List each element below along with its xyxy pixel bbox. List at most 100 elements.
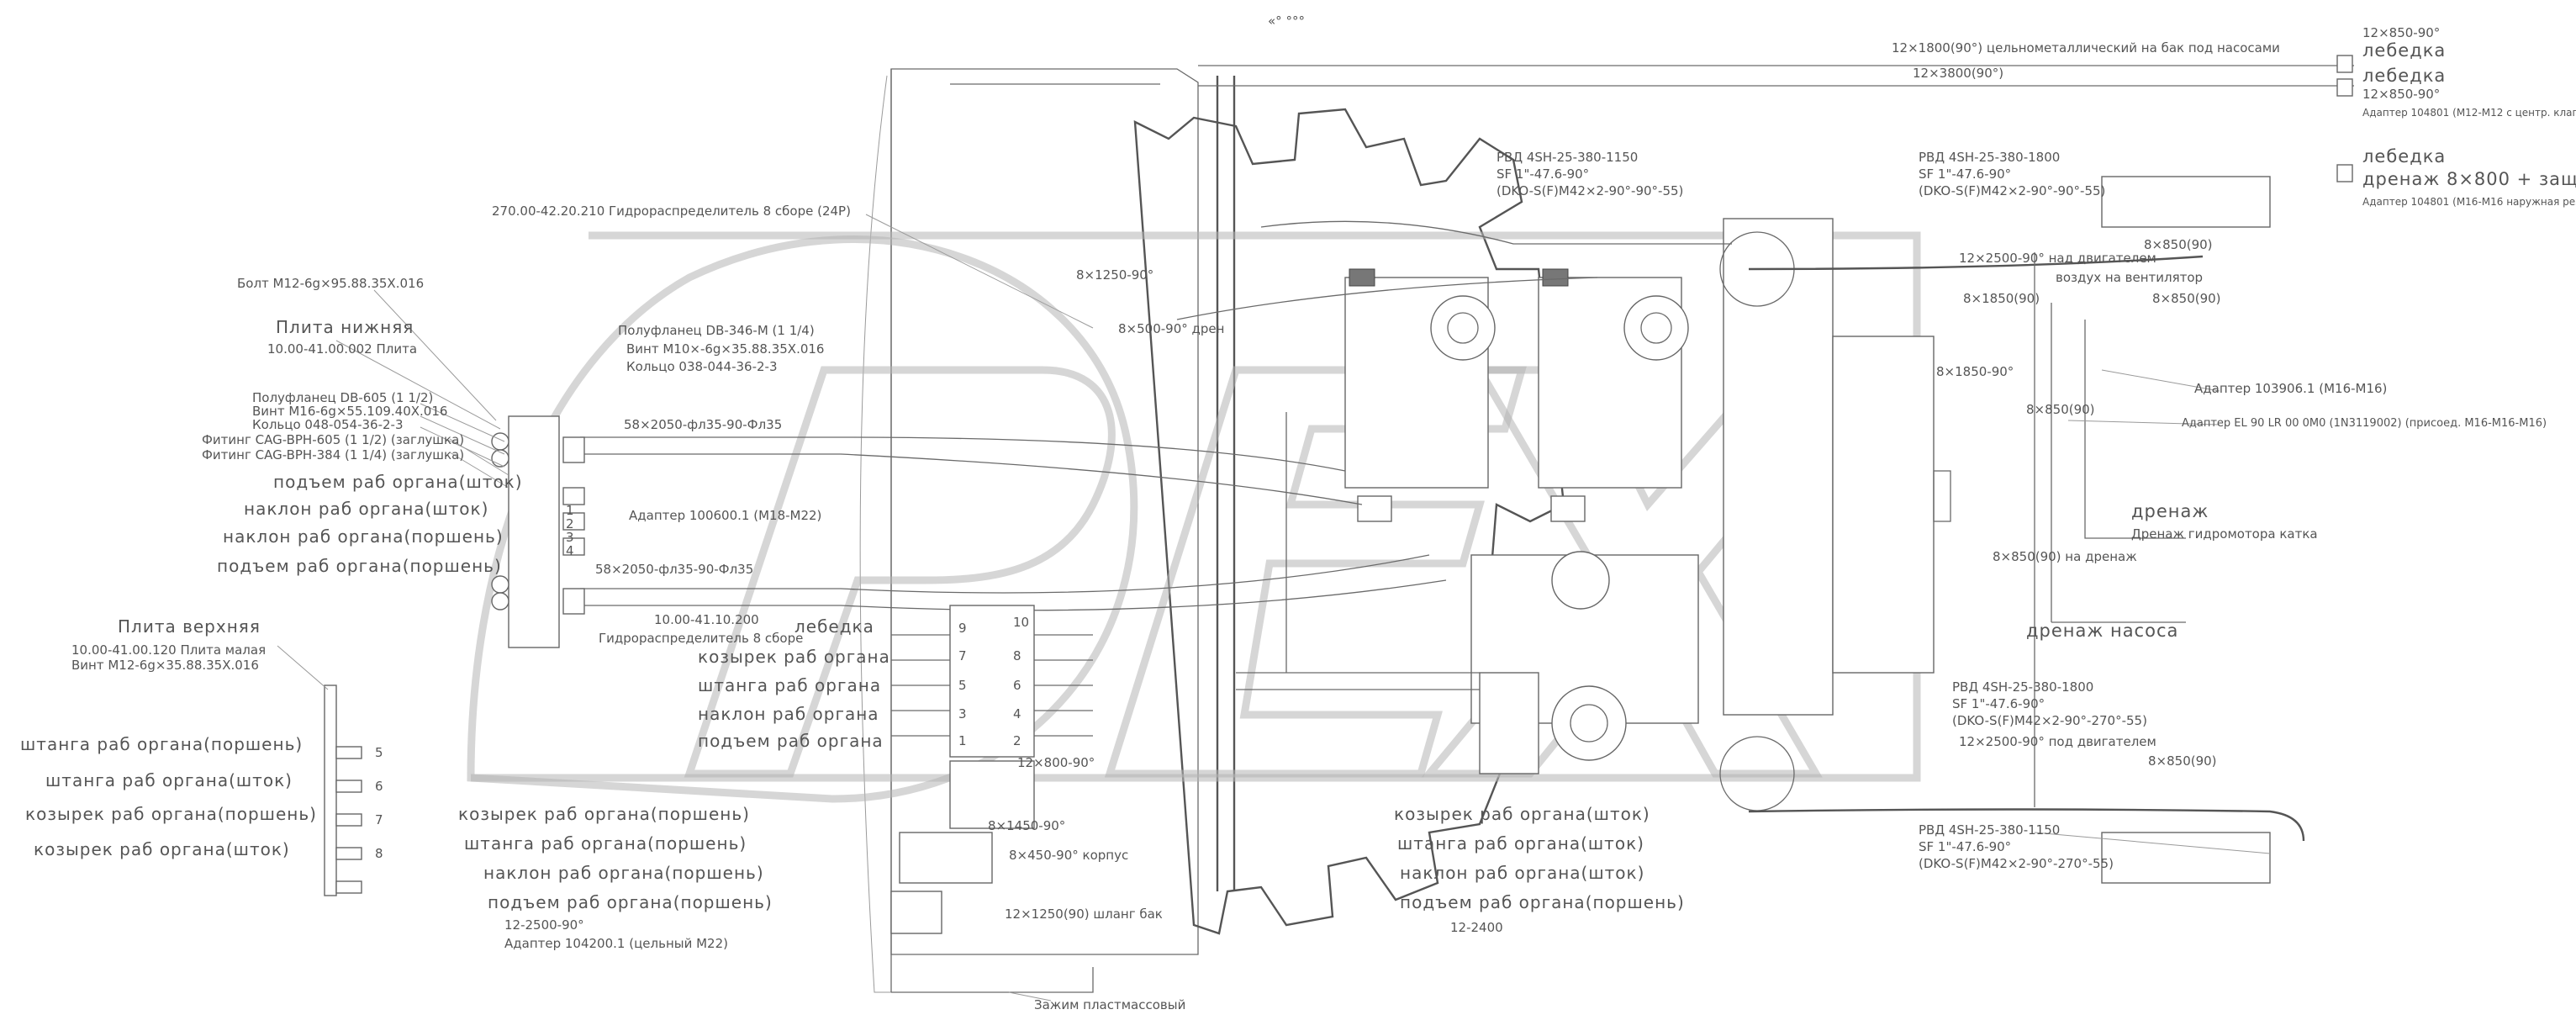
svg-text:10: 10 (1013, 615, 1029, 630)
engine-block (1719, 218, 1951, 811)
svg-text:SF 1"-47.6-90°: SF 1"-47.6-90° (1497, 166, 1589, 182)
left-part-2: Кольцо 048-054-36-2-3 (252, 417, 404, 432)
left-part-4: Фитинг CAG-BPH-384 (1 1/4) (заглушка) (202, 447, 464, 462)
svg-text:SF 1"-47.6-90°: SF 1"-47.6-90° (1952, 696, 2045, 711)
left-op-2: наклон раб органа(поршень) (223, 526, 504, 547)
center-note-6: 58×2050-фл35-90-Фл35 (624, 417, 782, 432)
left-num-3: 4 (566, 543, 574, 558)
center-note-1: 8×1250-90° (1076, 267, 1153, 283)
svg-text:РВД 4SH-25-380-1150: РВД 4SH-25-380-1150 (1497, 150, 1638, 165)
svg-text:(DKO-S(F)M42×2-90°-90°-55): (DKO-S(F)M42×2-90°-90°-55) (1497, 183, 1683, 198)
valve-op-0: лебедка (794, 616, 874, 637)
right-note-13: 12×2500-90° под двигателем (1959, 734, 2156, 749)
upper-plate (324, 684, 362, 896)
plate-op-0: штанга раб органа(поршень) 5 (20, 734, 383, 760)
svg-text:SF 1"-47.6-90°: SF 1"-47.6-90° (1919, 839, 2011, 854)
rvd-1: РВД 4SH-25-380-1800 SF 1"-47.6-90° (DKO-… (1919, 150, 2105, 198)
header-mark: «° °°° (1268, 13, 1305, 29)
right-note-6: 8×850(90) (2026, 402, 2095, 417)
upper-plate-code: 10.00-41.00.120 Плита малая (71, 642, 266, 658)
svg-text:8: 8 (375, 846, 383, 861)
center-note-13: 8×450-90° корпус (1009, 848, 1128, 863)
bottom-right-op-2: наклон раб органа(шток) (1400, 863, 1644, 883)
svg-text:козырек раб органа(шток): козырек раб органа(шток) (34, 839, 290, 859)
right-note-9: дренаж (2131, 501, 2209, 521)
center-note-14: 12×1250(90) шланг бак (1005, 906, 1163, 922)
svg-text:7: 7 (958, 648, 967, 663)
left-bolt: Болт М12-6g×95.88.35Х.016 (237, 276, 424, 291)
svg-text:4: 4 (1013, 706, 1021, 722)
top-hose-4: лебедка (2362, 66, 2446, 86)
center-note-8: 58×2050-фл35-90-Фл35 (595, 562, 753, 577)
svg-text:9: 9 (958, 621, 967, 636)
bottom-left-op-1: штанга раб органа(поршень) (464, 833, 747, 854)
lower-plate (491, 415, 585, 648)
center-note-4: Винт М10×-6g×35.88.35Х.016 (626, 341, 824, 357)
top-hose-8: дренаж 8×800 + защита (2362, 169, 2576, 189)
svg-text:(DKO-S(F)M42×2-90°-270°-55): (DKO-S(F)M42×2-90°-270°-55) (1952, 713, 2147, 728)
right-note-14: 8×850(90) (2148, 753, 2217, 769)
top-hose-0: 12×1800(90°) цельнометаллический на бак … (1892, 40, 2280, 56)
left-op-1: наклон раб органа(шток) (244, 499, 488, 519)
left-part-0: Полуфланец DB-605 (1 1/2) (252, 390, 433, 405)
valve-op-3: наклон раб органа (698, 704, 879, 724)
right-note-3: 8×850(90) (2144, 237, 2213, 252)
valve-op-2: штанга раб органа (698, 675, 881, 695)
top-hose-5: 12×850-90° (2362, 87, 2440, 102)
left-part-3: Фитинг CAG-BPH-605 (1 1/2) (заглушка) (202, 432, 464, 447)
left-num-1: 2 (566, 516, 574, 531)
svg-text:5: 5 (958, 678, 967, 693)
svg-text:6: 6 (1013, 678, 1021, 693)
left-op-0: подъем раб органа(шток) (273, 472, 523, 492)
svg-text:штанга раб органа(шток): штанга раб органа(шток) (45, 770, 293, 790)
plate-op-1: штанга раб органа(шток) 6 (45, 770, 383, 794)
valve-block (890, 605, 1093, 934)
top-hose-9: Адаптер 104801 (М16-М16 наружная резьба) (2362, 196, 2576, 208)
center-note-5: Кольцо 038-044-36-2-3 (626, 359, 778, 374)
center-note-0: 270.00-42.20.210 Гидрораспределитель 8 с… (492, 204, 851, 219)
right-note-12: дренаж насоса (2026, 621, 2178, 641)
center-note-11: 12×800-90° (1017, 755, 1095, 770)
svg-text:3: 3 (958, 706, 967, 722)
top-hose-2: 12×850-90° (2362, 25, 2440, 40)
left-part-1: Винт М16-6g×55.109.40Х.016 (252, 404, 447, 419)
right-note-7: Адаптер 103906.1 (М16-М16) (2194, 381, 2387, 396)
bottom-left-op-3: подъем раб органа(поршень) (488, 892, 773, 912)
upper-plate-bolt: Винт М12-6g×35.88.35Х.016 (71, 658, 259, 673)
winch-ports (2101, 55, 2353, 884)
center-note-9: 10.00-41.10.200 (654, 612, 759, 627)
bottom-left-op-0: козырек раб органа(поршень) (458, 804, 750, 824)
bottom-left-op-2: наклон раб органа(поршень) (483, 863, 764, 883)
bottom-right-op-1: штанга раб органа(шток) (1397, 833, 1644, 854)
top-hose-7: лебедка (2362, 146, 2446, 166)
center-note-16: Адаптер 104200.1 (цельный М22) (504, 936, 728, 951)
right-note-5: 8×1850-90° (1936, 364, 2014, 379)
left-num-2: 3 (566, 530, 574, 545)
upper-plate-title: Плита верхняя (118, 616, 261, 637)
svg-text:(DKO-S(F)M42×2-90°-270°-55): (DKO-S(F)M42×2-90°-270°-55) (1919, 856, 2114, 871)
right-note-10: Дренаж гидромотора катка (2131, 526, 2318, 542)
left-num-0: 1 (566, 503, 574, 518)
rvd-0: РВД 4SH-25-380-1150 SF 1"-47.6-90° (DKO-… (1497, 150, 1683, 198)
right-note-8: Адаптер EL 90 LR 00 0M0 (1N3119002) (при… (2182, 417, 2547, 430)
bottom-right-op-3: подъем раб органа(поршень) (1400, 892, 1685, 912)
center-note-7: Адаптер 100600.1 (М18-М22) (629, 508, 821, 523)
lower-plate-title: Плита нижняя (276, 317, 414, 337)
left-op-3: подъем раб органа(поршень) (217, 556, 502, 576)
svg-text:7: 7 (375, 812, 383, 827)
plate-op-3: козырек раб органа(шток) 8 (34, 839, 383, 861)
svg-text:РВД 4SH-25-380-1800: РВД 4SH-25-380-1800 (1952, 679, 2093, 695)
right-note-4: 8×850(90) (2152, 291, 2221, 306)
svg-text:2: 2 (1013, 733, 1021, 748)
pump-unit-upper (1344, 268, 1689, 522)
right-note-11: 8×850(90) на дренаж (1993, 549, 2137, 564)
svg-text:6: 6 (375, 779, 383, 794)
right-note-2: 8×1850(90) (1963, 291, 2040, 306)
top-hose-6: Адаптер 104801 (М12-М12 с центр. клапано… (2362, 107, 2576, 119)
svg-text:РВД 4SH-25-380-1800: РВД 4SH-25-380-1800 (1919, 150, 2060, 165)
center-note-2: 8×500-90° дрен (1118, 321, 1224, 336)
svg-text:5: 5 (375, 745, 383, 760)
valve-op-1: козырек раб органа (698, 647, 890, 667)
center-note-12: 8×1450-90° (988, 818, 1065, 833)
